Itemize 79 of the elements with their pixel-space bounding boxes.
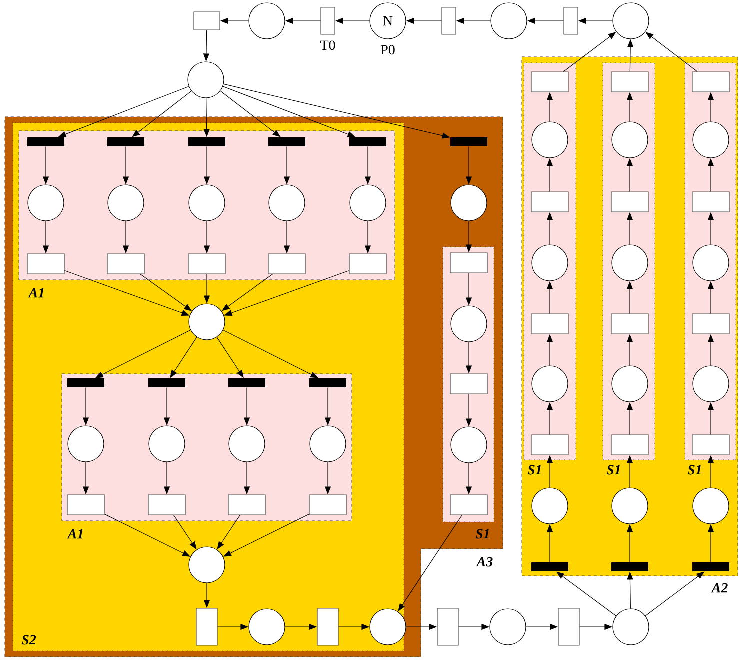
place-circle bbox=[450, 306, 488, 342]
transition-box bbox=[611, 314, 649, 334]
place-circle bbox=[450, 184, 488, 222]
transition-box bbox=[317, 608, 339, 646]
place-circle bbox=[248, 608, 286, 646]
place-circle bbox=[532, 244, 568, 282]
place-circle bbox=[248, 2, 286, 40]
transition-box bbox=[611, 192, 649, 212]
place-circle bbox=[612, 2, 650, 40]
place-circle bbox=[612, 608, 650, 646]
place-circle bbox=[28, 184, 64, 222]
node-label: P0 bbox=[381, 45, 395, 55]
transition-box bbox=[437, 608, 459, 646]
place-circle bbox=[692, 366, 730, 402]
transition-box bbox=[611, 72, 649, 92]
region-label: S1 bbox=[476, 529, 489, 539]
place-circle bbox=[612, 366, 648, 402]
place-circle bbox=[370, 608, 406, 646]
region-label: S2 bbox=[22, 635, 36, 645]
place-circle bbox=[612, 244, 648, 282]
place-circle bbox=[532, 488, 568, 524]
place-circle bbox=[108, 184, 144, 222]
transition-box bbox=[531, 192, 569, 212]
transition-box bbox=[148, 494, 186, 516]
region-label: A2 bbox=[711, 583, 728, 593]
place-circle bbox=[692, 122, 730, 158]
region-label: S1 bbox=[688, 465, 701, 475]
arrow bbox=[132, 90, 192, 138]
transition-box bbox=[692, 434, 730, 456]
transition-box bbox=[558, 608, 580, 646]
place-circle bbox=[490, 2, 528, 40]
place-circle bbox=[350, 184, 386, 222]
transition-box bbox=[27, 254, 65, 274]
transition-box bbox=[442, 7, 456, 35]
transition-box bbox=[531, 72, 569, 92]
transition-box bbox=[531, 314, 569, 334]
transition-box bbox=[692, 314, 730, 334]
transition-box bbox=[268, 254, 306, 274]
place-circle bbox=[532, 366, 568, 402]
place-circle bbox=[450, 426, 488, 464]
transition-box bbox=[196, 608, 218, 646]
transition-box bbox=[107, 254, 145, 274]
transition-box bbox=[67, 494, 105, 516]
place-circle bbox=[188, 546, 226, 584]
transition-box bbox=[194, 12, 220, 30]
region-label: A3 bbox=[476, 557, 493, 567]
region-label: A1 bbox=[67, 529, 83, 539]
transition-box bbox=[450, 252, 488, 274]
region-label: A1 bbox=[28, 288, 44, 298]
transition-box bbox=[309, 494, 347, 516]
place-circle bbox=[310, 426, 346, 462]
region-label: S1 bbox=[528, 465, 541, 475]
place-circle bbox=[612, 488, 648, 524]
transition-box bbox=[531, 434, 569, 456]
place-circle bbox=[532, 122, 568, 158]
transition-box bbox=[692, 72, 730, 92]
place-circle bbox=[228, 426, 266, 462]
place-circle bbox=[188, 304, 226, 340]
transition-box bbox=[228, 494, 266, 516]
transition-box bbox=[188, 254, 226, 274]
transition-box bbox=[450, 374, 488, 394]
place-circle bbox=[692, 488, 730, 524]
place-circle bbox=[68, 426, 104, 462]
transition-box bbox=[611, 434, 649, 456]
transition-box bbox=[564, 7, 578, 35]
transition-box bbox=[692, 192, 730, 212]
place-circle bbox=[612, 122, 648, 158]
arrow bbox=[646, 32, 698, 72]
place-circle bbox=[148, 426, 186, 462]
node-label: T0 bbox=[320, 40, 336, 50]
transition-box bbox=[450, 494, 488, 516]
place-circle bbox=[692, 244, 730, 282]
place-circle bbox=[188, 184, 226, 222]
region-label: S1 bbox=[606, 465, 620, 475]
transition-bar bbox=[450, 138, 488, 146]
place-circle bbox=[188, 62, 224, 98]
place-circle bbox=[490, 608, 526, 646]
place-circle bbox=[268, 184, 306, 222]
transition-box bbox=[349, 254, 387, 274]
